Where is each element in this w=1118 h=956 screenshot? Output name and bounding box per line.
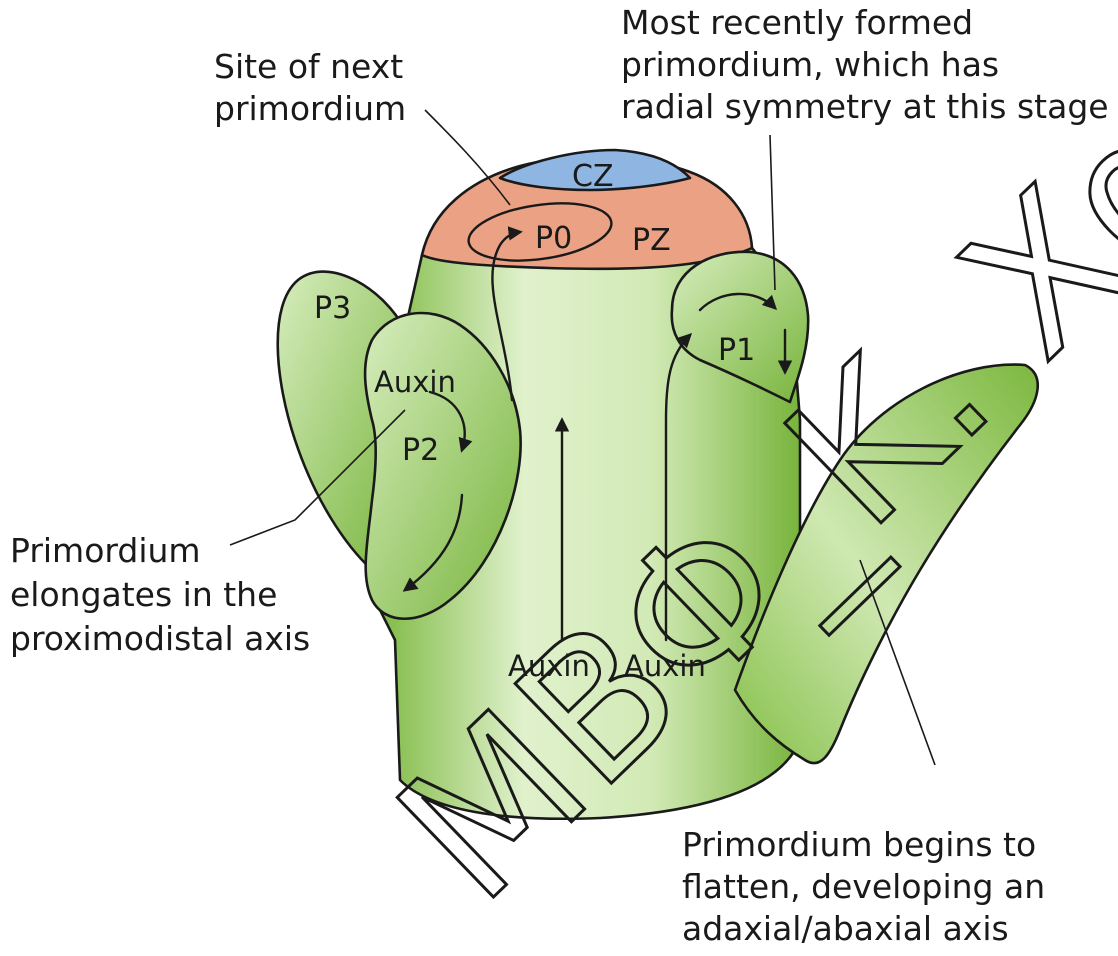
callout-elongates: Primordium elongates in the proximodista… <box>10 531 310 658</box>
p3-label: P3 <box>314 291 351 326</box>
p2-label: P2 <box>402 433 439 468</box>
cz-label: CZ <box>572 159 614 194</box>
callout-recent-primordium: Most recently formed primordium, which h… <box>621 3 1109 126</box>
pz-label: PZ <box>632 223 671 258</box>
p1-label: P1 <box>718 333 755 368</box>
callout-next-primordium: Site of next primordium <box>214 47 414 128</box>
callout-flattens: Primordium begins to flatten, developing… <box>682 825 1056 948</box>
p0-label: P0 <box>535 221 572 256</box>
auxin-label-p2: Auxin <box>374 365 456 399</box>
